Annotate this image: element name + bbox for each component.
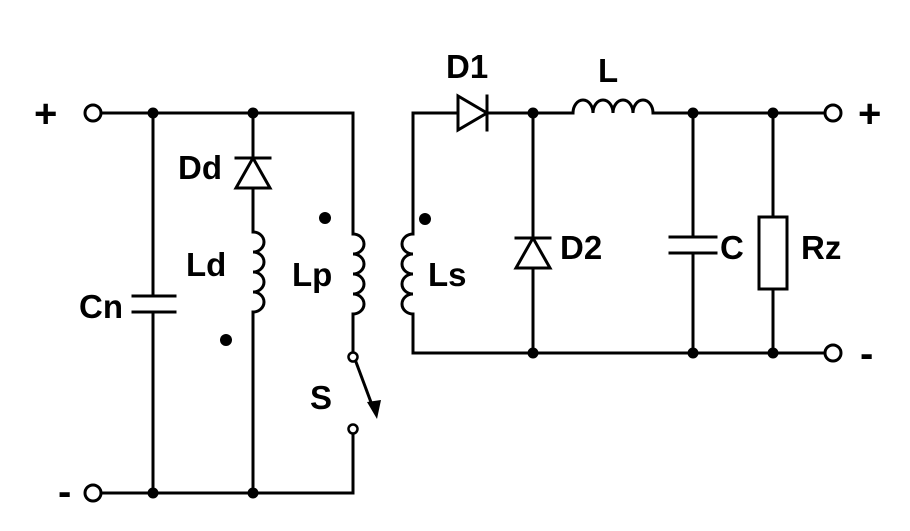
resistor-rz: Rz — [757, 111, 841, 355]
output-negative-sign: - — [860, 332, 873, 376]
input-positive-terminal: + — [34, 92, 103, 136]
label-cn: Cn — [79, 288, 123, 325]
label-rz: Rz — [801, 229, 841, 266]
output-negative-terminal: - — [823, 332, 873, 376]
label-d1: D1 — [446, 48, 488, 85]
inductor-ls: Ls — [400, 111, 467, 355]
junction-dots — [147, 107, 779, 499]
inductor-lp: Lp — [292, 111, 366, 354]
input-negative-sign: - — [58, 470, 71, 514]
input-negative-terminal: - — [58, 470, 103, 514]
label-s: S — [310, 379, 332, 416]
label-dd: Dd — [178, 149, 222, 186]
input-positive-sign: + — [34, 92, 57, 136]
label-ls: Ls — [428, 256, 467, 293]
label-d2: D2 — [560, 229, 602, 266]
inductor-l: L — [571, 52, 828, 115]
output-positive-terminal: + — [823, 92, 881, 136]
lp-polarity-dot — [319, 212, 331, 224]
label-c: C — [720, 229, 744, 266]
diode-d1: D1 — [411, 48, 575, 133]
label-lp: Lp — [292, 256, 332, 293]
label-l: L — [598, 52, 618, 89]
label-ld: Ld — [186, 246, 226, 283]
diode-d2: D2 — [513, 111, 602, 355]
switch-s: S — [310, 351, 381, 495]
inductor-ld: Ld — [186, 230, 266, 495]
ld-polarity-dot — [220, 334, 232, 346]
capacitor-cn: Cn — [79, 111, 177, 495]
output-positive-sign: + — [858, 92, 881, 136]
ls-polarity-dot — [419, 213, 431, 225]
capacitor-c: C — [668, 111, 744, 355]
diode-dd: Dd — [178, 111, 273, 234]
